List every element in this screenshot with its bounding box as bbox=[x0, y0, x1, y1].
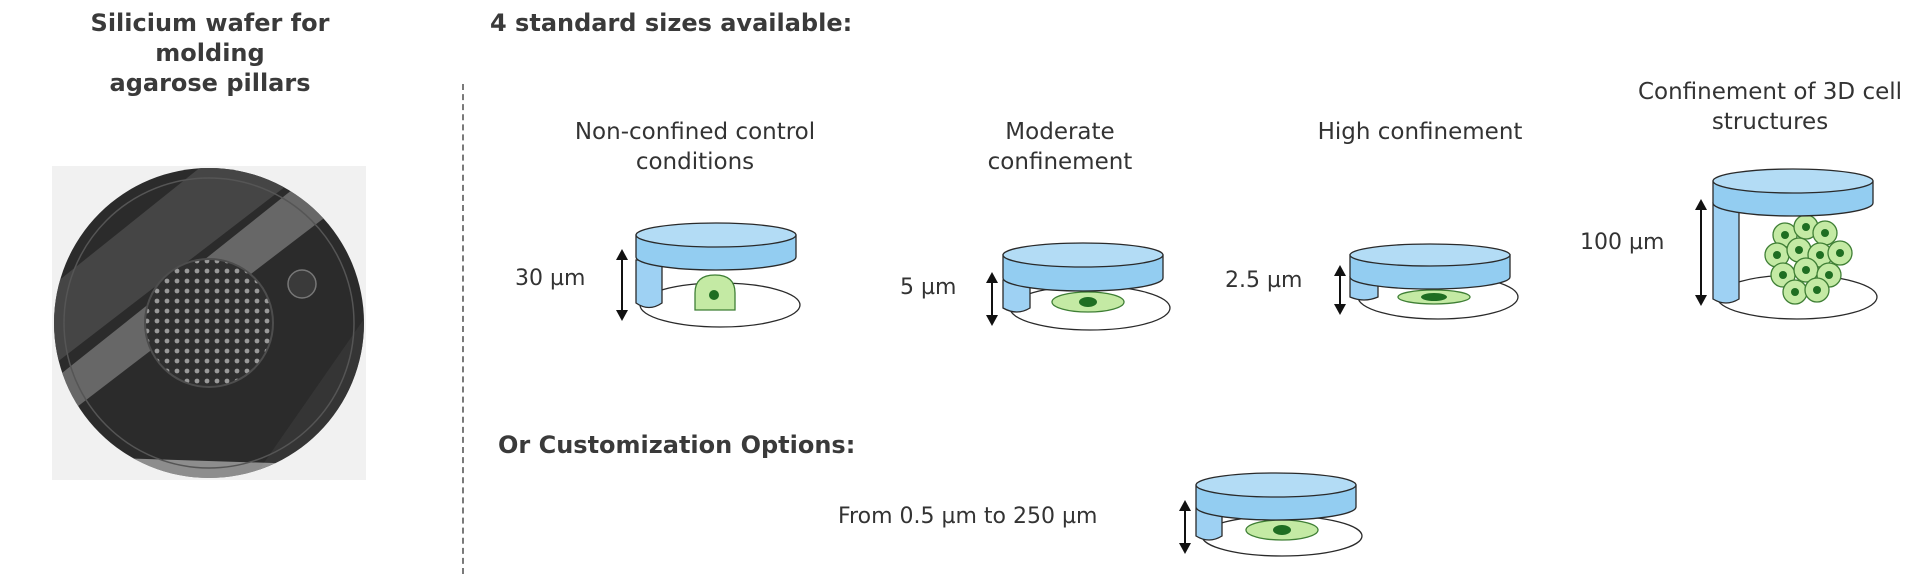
dashed-divider bbox=[462, 84, 464, 574]
item-label-high: High confinement bbox=[1317, 119, 1523, 145]
height-label-100um: 100 µm bbox=[1580, 230, 1665, 255]
height-label-2-5um: 2.5 µm bbox=[1225, 268, 1303, 293]
customization-heading: Or Customization Options: bbox=[498, 431, 856, 459]
diagram-high bbox=[1334, 243, 1519, 320]
item-label-3d: Confinement of 3D cell structures bbox=[1637, 79, 1903, 135]
diagram-moderate bbox=[986, 242, 1171, 331]
item-label-non-confined: Non-confined control conditions bbox=[574, 119, 816, 175]
diagram-3d-structures bbox=[1695, 168, 1878, 320]
height-label-30um: 30 µm bbox=[515, 266, 586, 291]
cell-cluster bbox=[1764, 214, 1853, 305]
diagram-non-confined bbox=[616, 222, 801, 328]
diagram-customization bbox=[1179, 472, 1363, 557]
customization-range: From 0.5 µm to 250 µm bbox=[838, 504, 1098, 529]
silicon-wafer-image bbox=[52, 166, 366, 480]
wafer-title-line1: Silicium wafer for molding bbox=[90, 9, 330, 67]
item-label-moderate: Moderate confinement bbox=[987, 119, 1133, 175]
height-label-5um: 5 µm bbox=[900, 275, 957, 300]
standard-sizes-heading: 4 standard sizes available: bbox=[490, 9, 853, 37]
wafer-title: Silicium wafer for molding agarose pilla… bbox=[40, 8, 380, 98]
wafer-title-line2: agarose pillars bbox=[109, 69, 311, 97]
